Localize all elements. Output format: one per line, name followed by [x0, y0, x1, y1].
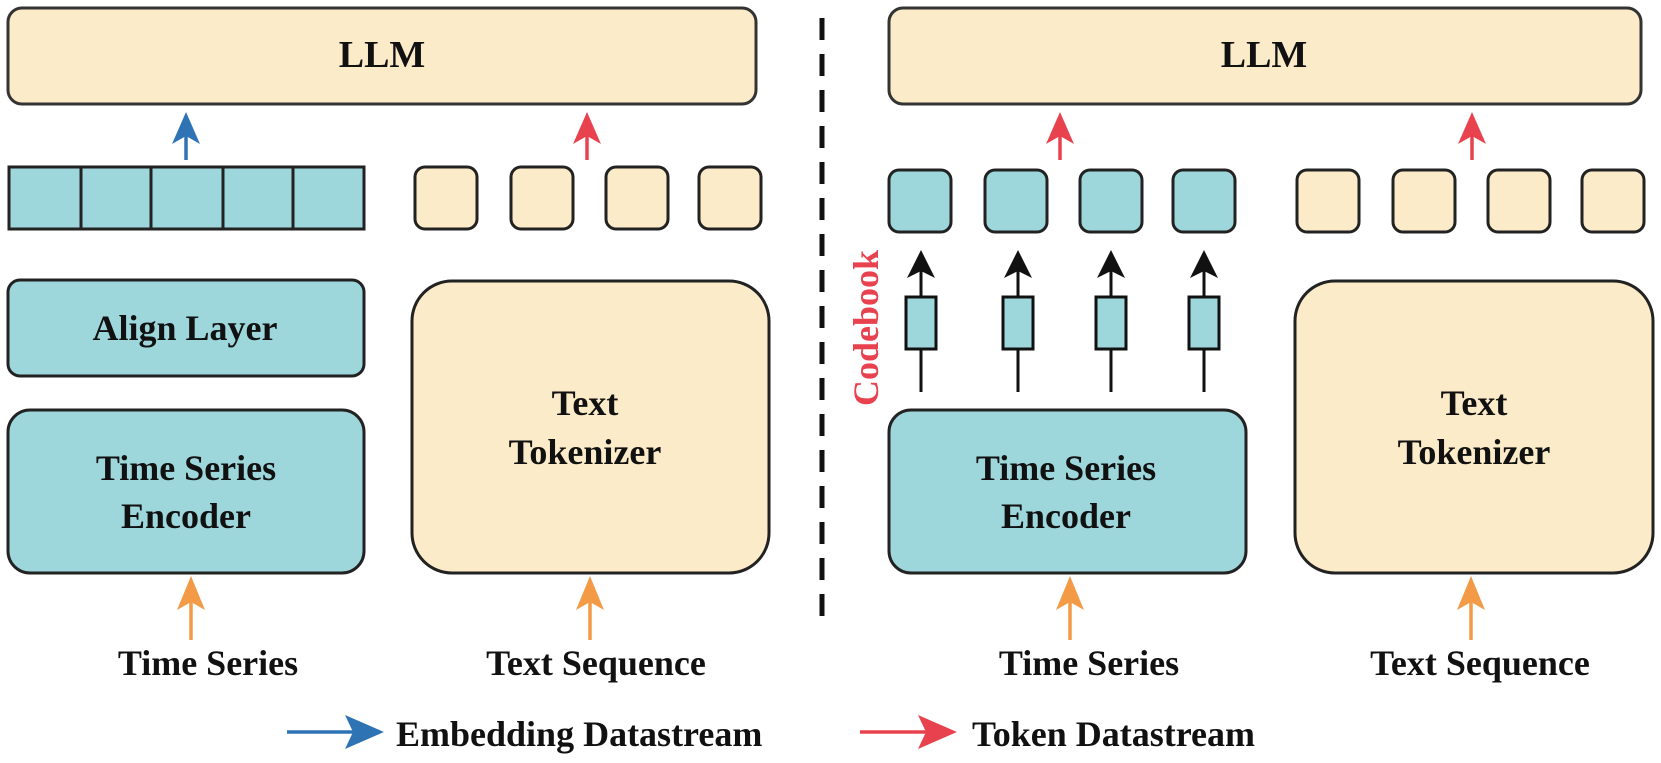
right-timeseries-input-label: Time Series — [999, 643, 1179, 683]
embedding-cell — [221, 165, 295, 231]
text-token — [1391, 168, 1457, 234]
align-layer-label: Align Layer — [93, 308, 278, 348]
text-token — [509, 165, 575, 231]
left-panel: LLM Align Layer Time Series En — [6, 6, 771, 683]
embedding-cell — [149, 165, 225, 231]
right-textseq-input-label: Text Sequence — [1370, 643, 1590, 683]
embedding-strip — [7, 165, 366, 231]
token-legend-label: Token Datastream — [972, 714, 1255, 754]
right-encoder-label-line1: Time Series — [976, 448, 1156, 488]
right-llm-label: LLM — [1221, 34, 1308, 76]
codebook-label: Codebook — [846, 250, 886, 406]
right-tokenizer-box — [1293, 279, 1655, 575]
timeseries-token — [1171, 168, 1237, 234]
text-token — [1580, 168, 1646, 234]
embedding-cell — [291, 165, 366, 231]
left-token-arrow — [573, 112, 601, 160]
right-token-arrow-ts — [1046, 112, 1074, 160]
left-llm-box — [6, 6, 758, 106]
codebook-quantizer — [904, 250, 938, 392]
legend: Embedding Datastream Token Datastream — [287, 714, 1255, 754]
right-token-arrow-text — [1458, 112, 1486, 160]
text-token — [697, 165, 763, 231]
right-panel: LLM Codebook — [846, 6, 1655, 683]
right-encoder-label-line2: Encoder — [1001, 496, 1131, 536]
left-tokenizer-label-line1: Text — [552, 383, 619, 423]
left-encoder-label-line1: Time Series — [96, 448, 276, 488]
right-timeseries-input-arrow — [1056, 576, 1084, 640]
left-encoder-box — [6, 408, 366, 575]
codebook-quantizer — [1001, 250, 1035, 392]
right-tokenizer-label-line1: Text — [1441, 383, 1508, 423]
timeseries-token — [983, 168, 1049, 234]
text-token — [1295, 168, 1361, 234]
embedding-legend-label: Embedding Datastream — [396, 714, 762, 754]
left-text-input-arrow — [576, 576, 604, 640]
token-legend-arrow — [860, 715, 957, 749]
text-token — [413, 165, 479, 231]
left-embedding-arrow — [172, 112, 200, 160]
left-tokenizer-box — [410, 279, 771, 575]
left-llm-label: LLM — [339, 34, 426, 76]
align-layer-box — [6, 278, 366, 378]
codebook-quantizer — [1094, 250, 1128, 392]
left-encoder-label-line2: Encoder — [121, 496, 251, 536]
timeseries-token — [887, 168, 953, 234]
right-tokenizer-label-line2: Tokenizer — [1398, 432, 1551, 472]
right-encoder-box — [887, 408, 1248, 575]
codebook-quantizer — [1187, 250, 1221, 392]
left-timeseries-input-label: Time Series — [118, 643, 298, 683]
timeseries-token — [1078, 168, 1144, 234]
embedding-cell — [79, 165, 153, 231]
left-textseq-input-label: Text Sequence — [486, 643, 706, 683]
right-llm-box — [887, 6, 1643, 106]
embedding-cell — [7, 165, 83, 231]
text-token — [1486, 168, 1552, 234]
right-text-input-arrow — [1457, 576, 1485, 640]
text-token — [604, 165, 670, 231]
left-timeseries-input-arrow — [177, 576, 205, 640]
embedding-legend-arrow — [287, 715, 384, 749]
left-tokenizer-label-line2: Tokenizer — [509, 432, 662, 472]
